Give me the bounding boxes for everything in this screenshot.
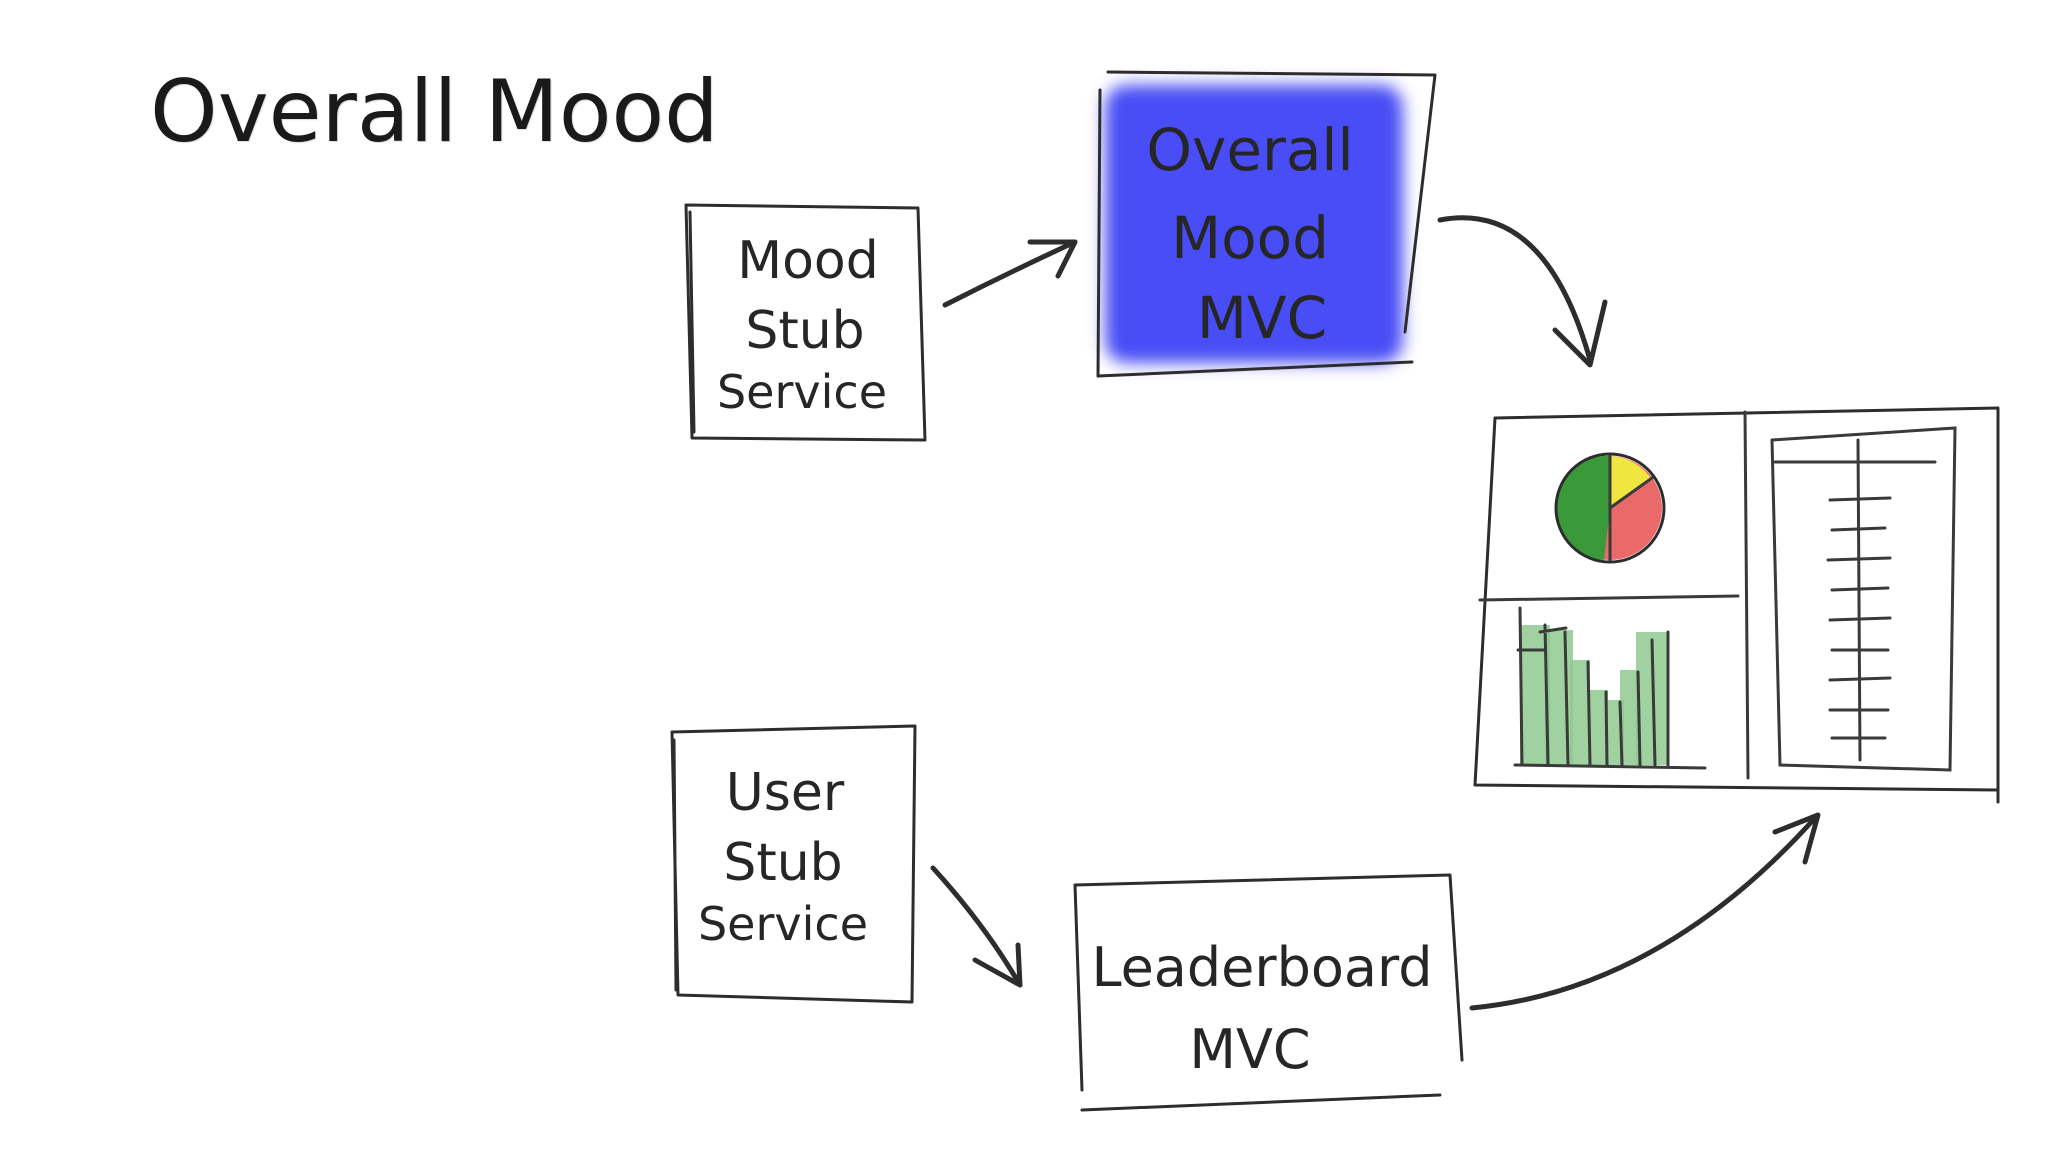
pie-chart-icon (1554, 452, 1666, 564)
user-stub-line-2: Stub (723, 833, 842, 893)
mood-stub-line-3: Service (717, 365, 887, 419)
overall-mood-line-1: Overall (1146, 116, 1353, 184)
pie-yellow-slice (1610, 456, 1652, 508)
overall-mood-line-3: MVC (1197, 284, 1327, 352)
arrow-leaderboard-to-dashboard (1469, 812, 1821, 1011)
user-stub-line-3: Service (698, 897, 868, 951)
overall-mood-line-2: Mood (1171, 204, 1329, 272)
mood-stub-service-box: Mood Stub Service (684, 203, 927, 442)
mood-stub-line-1: Mood (737, 231, 879, 291)
user-stub-service-box: User Stub Service (670, 724, 917, 1004)
arrow-overall-to-dashboard (1437, 215, 1608, 368)
leaderboard-line-2: MVC (1189, 1018, 1310, 1081)
arrow-mood-stub-to-overall (942, 239, 1078, 308)
mood-stub-line-2: Stub (745, 301, 864, 361)
slide-title: Overall Mood (150, 62, 719, 162)
pie-green-slice (1554, 455, 1610, 560)
bar-chart-icon (1513, 606, 1707, 770)
leaderboard-line-1: Leaderboard (1091, 936, 1432, 999)
arrow-user-stub-to-leaderboard (930, 865, 1023, 988)
overall-mood-fill (1105, 85, 1403, 363)
leaderboard-table-icon (1770, 426, 1957, 772)
dashboard-sketch (1473, 406, 2000, 804)
user-stub-line-1: User (726, 763, 845, 823)
overall-mood-mvc-box: Overall Mood MVC (1096, 70, 1437, 378)
bar-4 (1588, 690, 1608, 765)
leaderboard-mvc-box: Leaderboard MVC (1073, 873, 1464, 1112)
bar-6 (1620, 670, 1638, 765)
bar-3 (1570, 660, 1590, 765)
